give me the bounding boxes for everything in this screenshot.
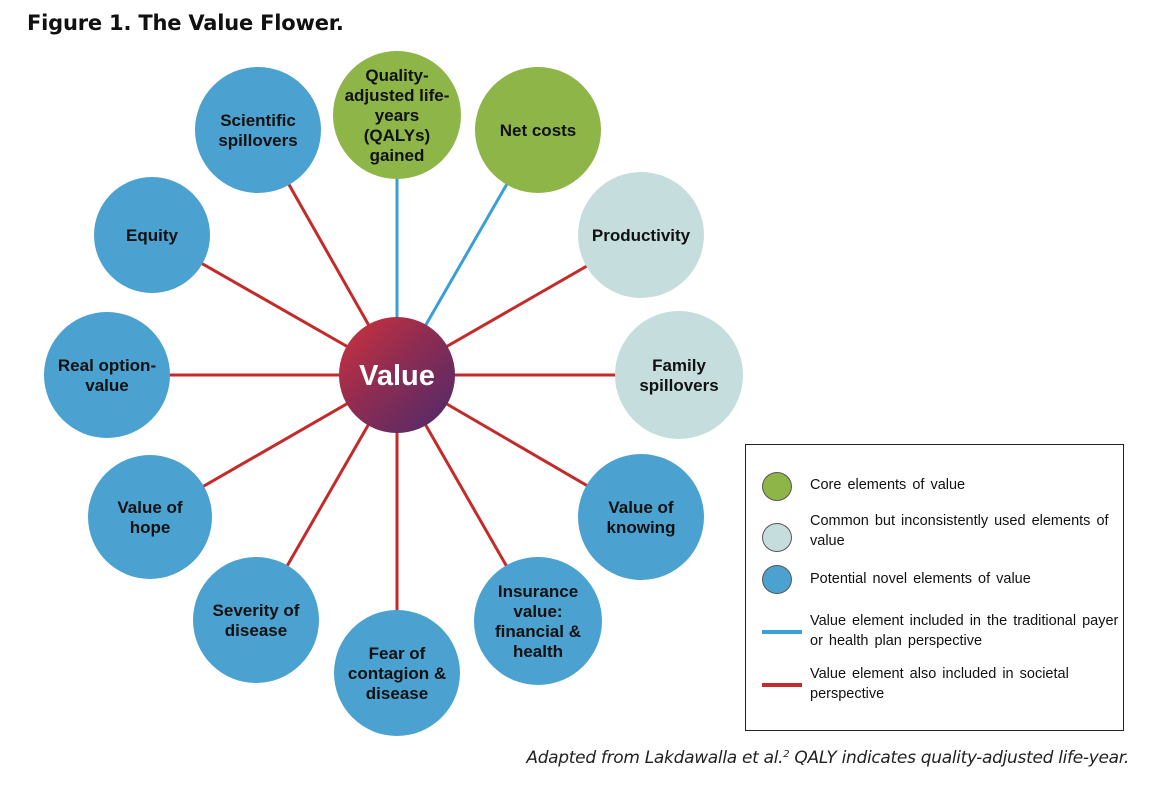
petal-label-fear-of-contagion: disease (366, 684, 428, 703)
figure-caption: Adapted from Lakdawalla et al.2 QALY ind… (526, 748, 1129, 768)
legend-text-payer-line: Value element included in the traditiona… (810, 613, 1119, 649)
center-node: Value (339, 317, 455, 433)
petal-label-qaly: Quality- (365, 66, 428, 85)
legend-text-common: Common but inconsistently used elements … (810, 513, 1109, 549)
legend-swatch-core (762, 472, 792, 501)
petal-label-value-of-hope: hope (130, 518, 171, 537)
petal-label-insurance-value: value: (513, 602, 562, 621)
petal-circle-value-of-hope (88, 455, 212, 579)
figure-title: Figure 1. The Value Flower. (27, 11, 344, 35)
petal-productivity: Productivity (578, 172, 704, 298)
petal-circle-equity (94, 177, 210, 293)
petal-circle-value-of-knowing (578, 454, 704, 580)
petal-label-fear-of-contagion: Fear of (369, 644, 426, 663)
petal-label-qaly: gained (370, 146, 425, 165)
petal-circle-insurance-value (474, 557, 602, 685)
petal-label-value-of-knowing: knowing (607, 518, 676, 537)
legend: Core elements of value Common but incons… (745, 444, 1124, 731)
legend-text-novel: Potential novel elements of value (810, 571, 1031, 587)
petal-label-value-of-knowing: Value of (608, 498, 674, 517)
petal-label-real-option-value: Real option- (58, 356, 156, 375)
petal-net-costs: Net costs (475, 67, 601, 193)
petal-label-severity-of-disease: disease (225, 621, 287, 640)
legend-text-core: Core elements of value (810, 477, 966, 493)
petal-label-net-costs: Net costs (500, 121, 577, 140)
petal-label-qaly: years (375, 106, 419, 125)
caption-text: Adapted from Lakdawalla et al. (526, 748, 784, 768)
petal-label-real-option-value: value (85, 376, 128, 395)
petal-label-qaly: (QALYs) (364, 126, 430, 145)
petal-real-option-value: Real option-value (44, 312, 170, 438)
petal-label-insurance-value: Insurance (498, 582, 578, 601)
petal-label-insurance-value: financial & (495, 622, 581, 641)
petal-label-insurance-value: health (513, 642, 563, 661)
petal-label-severity-of-disease: Severity of (213, 601, 300, 620)
petal-label-fear-of-contagion: contagion & (348, 664, 446, 683)
caption-citation: 2 (783, 749, 790, 760)
petal-circle-family-spillovers (615, 311, 743, 439)
petal-label-qaly: adjusted life- (345, 86, 450, 105)
petals-layer: Quality-adjusted life-years(QALYs)gained… (44, 51, 743, 736)
petal-label-scientific-spillovers: Scientific (220, 111, 296, 130)
petal-circle-real-option-value (44, 312, 170, 438)
legend-swatch-payer-line (762, 630, 802, 634)
petal-label-productivity: Productivity (592, 226, 691, 245)
value-flower-diagram: Quality-adjusted life-years(QALYs)gained… (44, 51, 743, 736)
petal-circle-qaly (333, 51, 461, 179)
petal-label-value-of-hope: Value of (117, 498, 183, 517)
center-label: Value (359, 360, 435, 392)
petal-circle-net-costs (475, 67, 601, 193)
petal-circle-scientific-spillovers (195, 67, 321, 193)
petal-label-equity: Equity (126, 226, 178, 245)
center-circle (339, 317, 455, 433)
petal-label-scientific-spillovers: spillovers (218, 131, 297, 150)
legend-swatch-common (762, 523, 792, 552)
petal-equity: Equity (94, 177, 210, 293)
petal-circle-productivity (578, 172, 704, 298)
legend-swatch-novel (762, 565, 792, 594)
petal-label-family-spillovers: spillovers (639, 376, 718, 395)
petal-qaly: Quality-adjusted life-years(QALYs)gained (333, 51, 461, 179)
petal-label-family-spillovers: Family (652, 356, 706, 375)
caption-text-rest: QALY indicates quality-adjusted life-yea… (789, 748, 1129, 768)
petal-circle-severity-of-disease (193, 557, 319, 683)
legend-text-societal-line: Value element also included in societal … (810, 666, 1069, 702)
legend-swatch-societal-line (762, 683, 802, 687)
petal-circle-fear-of-contagion (334, 610, 460, 736)
